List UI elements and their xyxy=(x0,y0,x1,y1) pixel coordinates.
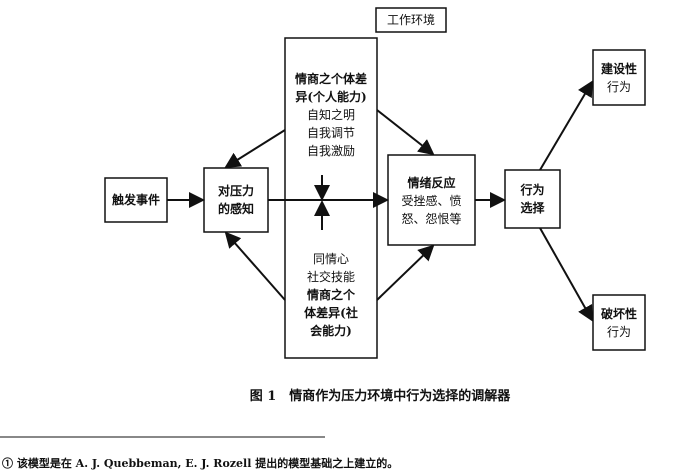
constructive-box xyxy=(592,49,646,106)
choice-label: 行为选择 xyxy=(520,183,545,215)
destructive-box xyxy=(592,294,646,351)
personal-ability-label: 情商之个体差异(个人能力)自知之明自我调节自我激励 xyxy=(294,72,367,158)
work-env-label: 工作环境 xyxy=(386,13,435,27)
emotion-label: 情绪反应受挫感、愤怒、怨恨等 xyxy=(401,176,462,226)
social-ability-label: 同情心社交技能情商之个体差异(社会能力) xyxy=(304,252,358,338)
figure-caption: 图 1 情商作为压力环境中行为选择的调解器 xyxy=(249,389,511,404)
trigger-label: 触发事件 xyxy=(111,193,160,207)
footnote: ① 该模型是在 A. J. Quebbeman, E. J. Rozell 提出… xyxy=(2,457,399,470)
work-env-box xyxy=(375,7,447,33)
perception-label: 对压力的感知 xyxy=(217,184,254,216)
arrows xyxy=(167,80,594,322)
constructive-label: 建设性行为 xyxy=(600,62,637,94)
destructive-label: 破坏性行为 xyxy=(600,307,637,339)
